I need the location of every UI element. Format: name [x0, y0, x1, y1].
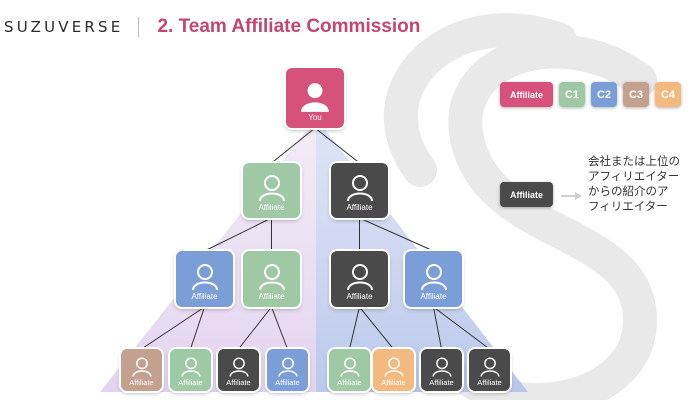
person-icon	[228, 357, 249, 377]
node-label: You	[308, 113, 322, 122]
affiliate-node: Affiliate	[331, 163, 388, 218]
affiliate-node: Affiliate	[243, 251, 300, 307]
note-line: フィリエイター	[588, 199, 668, 213]
person-icon	[258, 175, 285, 202]
legend-c2-badge: C2	[591, 82, 617, 107]
node-label: Affiliate	[346, 292, 373, 301]
note-line: アフィリエイター	[588, 169, 680, 183]
affiliate-node: Affiliate	[176, 251, 233, 307]
node-label: Affiliate	[178, 378, 203, 387]
affiliate-node: Affiliate	[373, 349, 414, 391]
legend-c3-badge: C3	[623, 82, 649, 107]
tree-connector	[349, 306, 360, 350]
tree-connector	[271, 127, 316, 164]
tree-connector	[271, 306, 288, 350]
node-label: Affiliate	[258, 203, 285, 212]
person-icon	[131, 357, 152, 377]
brand-logo: SUZUVERSE	[4, 18, 124, 36]
external-affiliate-badge: Affiliate	[500, 182, 553, 207]
tree-connector	[359, 217, 434, 252]
legend-c1-badge: C1	[559, 82, 585, 107]
affiliate-node: Affiliate	[243, 163, 300, 218]
person-icon	[479, 357, 500, 377]
person-icon	[258, 264, 285, 291]
tree-connector	[433, 306, 442, 350]
tree-connector	[141, 306, 205, 350]
affiliate-node: Affiliate	[329, 349, 370, 391]
affiliate-node: Affiliate	[405, 251, 462, 307]
person-icon	[301, 83, 329, 112]
person-icon	[346, 175, 373, 202]
note-line: 会社または上位の	[588, 154, 680, 168]
affiliate-node: Affiliate	[421, 349, 462, 391]
person-icon	[180, 357, 201, 377]
node-label: Affiliate	[275, 378, 300, 387]
affiliate-node: Affiliate	[170, 349, 211, 391]
tree-connector	[190, 306, 205, 350]
node-label: Affiliate	[129, 378, 154, 387]
node-label: Affiliate	[191, 292, 218, 301]
tree-connector	[314, 127, 360, 164]
legend-affiliate-badge: Affiliate	[500, 82, 553, 107]
person-icon	[431, 357, 452, 377]
you-node: You	[286, 68, 344, 128]
note-line: からの紹介のア	[588, 184, 669, 198]
header-divider	[138, 17, 140, 37]
node-label: Affiliate	[477, 378, 502, 387]
node-label: Affiliate	[226, 378, 251, 387]
node-label: Affiliate	[258, 292, 285, 301]
tree-connector	[238, 306, 272, 350]
tree-connector	[433, 306, 490, 350]
header: SUZUVERSE 2. Team Affiliate Commission	[0, 12, 420, 42]
tree-connector	[204, 217, 272, 252]
legend-c4-badge: C4	[655, 82, 681, 107]
person-icon	[277, 357, 298, 377]
arrow-right-icon	[561, 192, 582, 200]
node-label: Affiliate	[429, 378, 454, 387]
external-affiliate-description: 会社または上位の アフィリエイター からの紹介のア フィリエイター	[588, 154, 698, 214]
person-icon	[191, 264, 218, 291]
affiliate-node: Affiliate	[469, 349, 510, 391]
node-label: Affiliate	[381, 378, 406, 387]
person-icon	[420, 264, 447, 291]
person-icon	[346, 264, 373, 291]
person-icon	[383, 357, 404, 377]
node-label: Affiliate	[337, 378, 362, 387]
page-title: 2. Team Affiliate Commission	[157, 16, 421, 37]
affiliate-node: Affiliate	[218, 349, 259, 391]
person-icon	[339, 357, 360, 377]
node-label: Affiliate	[420, 292, 447, 301]
affiliate-node: Affiliate	[121, 349, 162, 391]
node-label: Affiliate	[346, 203, 373, 212]
affiliate-node: Affiliate	[331, 251, 388, 307]
tree-connector	[359, 306, 394, 350]
affiliate-node: Affiliate	[267, 349, 308, 391]
